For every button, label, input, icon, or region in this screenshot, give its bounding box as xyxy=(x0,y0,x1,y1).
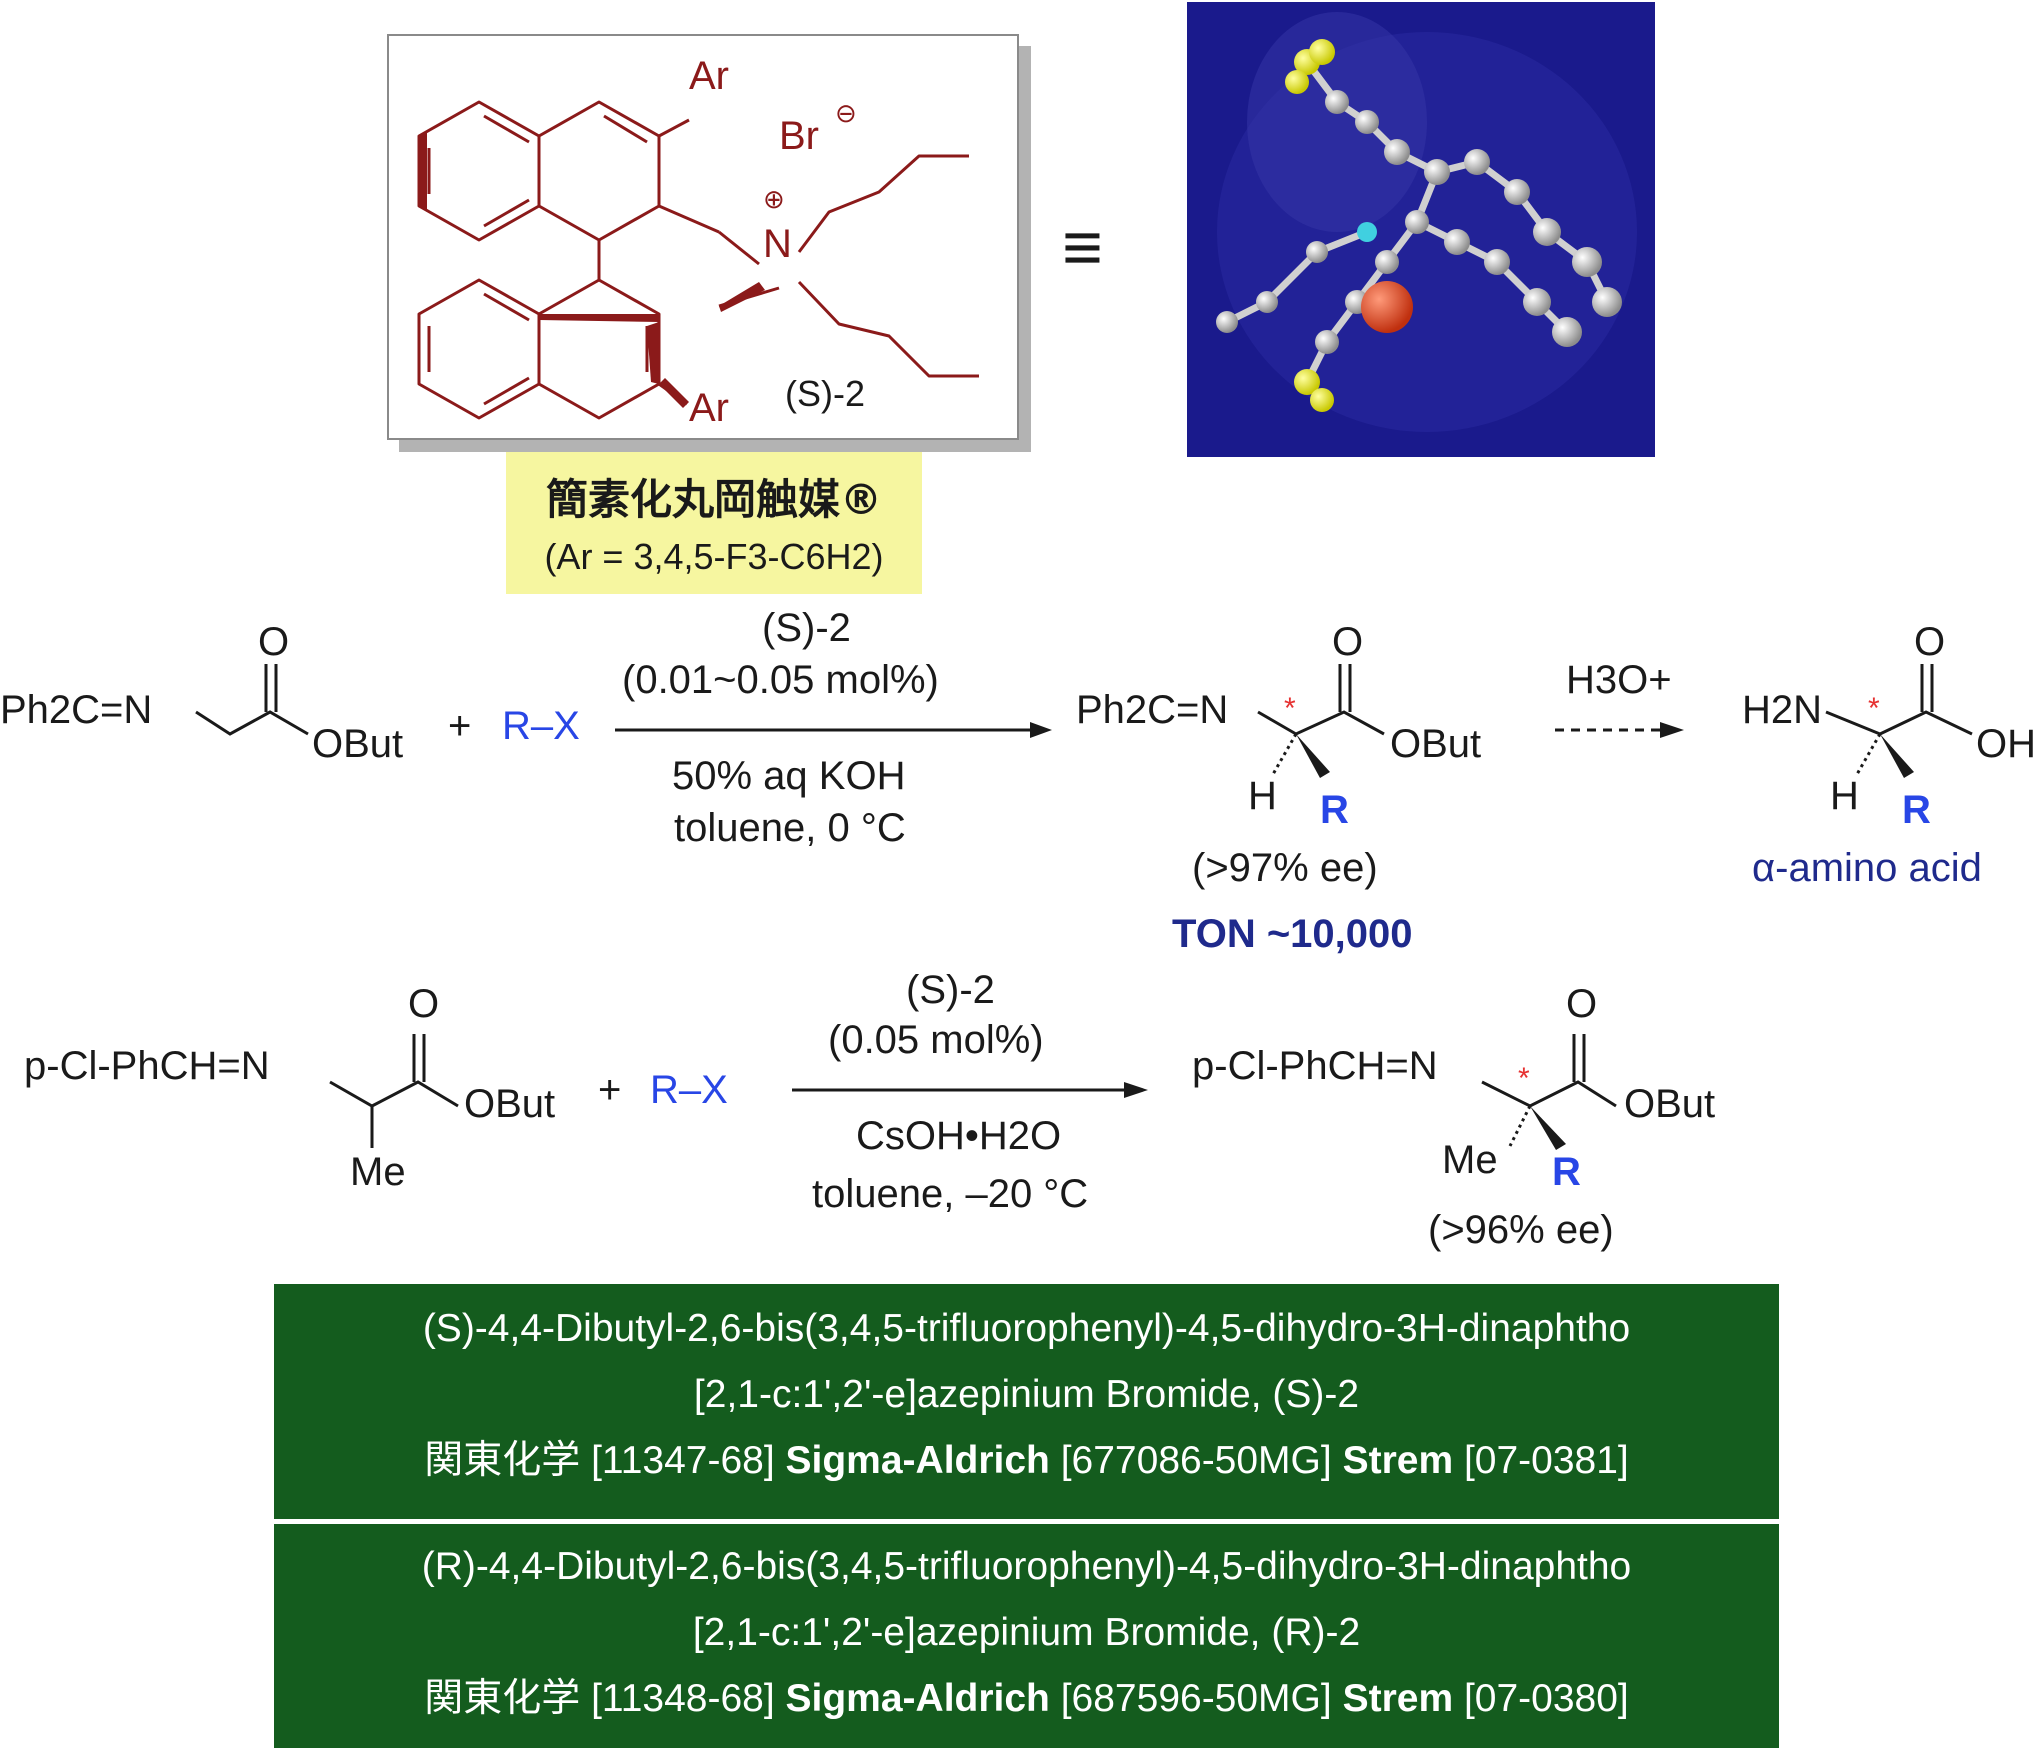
box-r-line2: [2,1-c:1',2'-e]azepinium Bromide, (R)-2 xyxy=(692,1611,1361,1654)
r2-reactant-ester: OBut xyxy=(464,1082,556,1126)
aryl-label-bottom: Ar xyxy=(689,386,729,430)
r1-hydrolysis: H3O+ xyxy=(1566,658,1672,702)
r2-reactant-carbonyl-o: O xyxy=(408,982,440,1026)
r2-base: CsOH•H2O xyxy=(856,1114,1062,1158)
nitrogen-label: N xyxy=(763,222,792,266)
box-s-line2: [2,1-c:1',2'-e]azepinium Bromide, (S)-2 xyxy=(693,1373,1360,1416)
r1-stereo-star-icon: * xyxy=(1284,692,1296,725)
box-r-line1: (R)-4,4-Dibutyl-2,6-bis(3,4,5-trifluorop… xyxy=(421,1545,1632,1588)
box-r-strem-no: [07-0380] xyxy=(1463,1677,1629,1720)
molecular-model-drawing xyxy=(1216,12,1637,432)
box-s-strem: Strem xyxy=(1342,1439,1454,1482)
r1-reactant-carbonyl-o: O xyxy=(258,620,290,664)
r1-amine: H2N xyxy=(1742,688,1823,732)
r2-product-ee: (>96% ee) xyxy=(1428,1208,1614,1252)
r1-catalyst: (S)-2 xyxy=(762,606,851,650)
r1-product-carbonyl-o: O xyxy=(1332,620,1364,664)
box-s-line1: (S)-4,4-Dibutyl-2,6-bis(3,4,5-trifluorop… xyxy=(422,1307,1631,1350)
box-r-kanto: 関東化学 xyxy=(424,1677,581,1720)
product-info-box-r: (R)-4,4-Dibutyl-2,6-bis(3,4,5-trifluorop… xyxy=(274,1524,1779,1748)
r1-amino-acid-label: α-amino acid xyxy=(1752,846,1982,890)
r1-reactant-imine: Ph2C=N xyxy=(0,688,153,732)
r1-solvent: toluene, 0 °C xyxy=(674,806,906,850)
r1-ton: TON ~10,000 xyxy=(1172,912,1413,956)
molecular-model-image xyxy=(1187,2,1655,457)
r1-aa-r: R xyxy=(1902,788,1931,832)
positive-charge-icon: ⊕ xyxy=(763,184,785,214)
r1-product-r: R xyxy=(1320,788,1349,832)
r1-product-h: H xyxy=(1248,774,1277,818)
box-s-sigma: Sigma-Aldrich xyxy=(785,1439,1050,1482)
box-r-sigma: Sigma-Aldrich xyxy=(785,1677,1050,1720)
r1-aa-carbonyl-o: O xyxy=(1914,620,1946,664)
r1-product-imine: Ph2C=N xyxy=(1076,688,1229,732)
catalyst-structure-box: Ar Br ⊖ N ⊕ Ar (S)-2 xyxy=(387,34,1019,440)
box-r-strem: Strem xyxy=(1342,1677,1454,1720)
r2-reactant-me: Me xyxy=(350,1150,406,1194)
r2-alkyl-halide: R–X xyxy=(650,1068,728,1112)
box-s-kanto-no: [11347-68] xyxy=(591,1439,775,1482)
r1-loading: (0.01~0.05 mol%) xyxy=(622,658,939,702)
negative-charge-icon: ⊖ xyxy=(835,98,857,128)
r1-product-ester: OBut xyxy=(1390,722,1482,766)
r1-aa-stereo-star-icon: * xyxy=(1868,692,1880,725)
r1-alkyl-halide: R–X xyxy=(502,704,580,748)
r2-product-ester: OBut xyxy=(1624,1082,1716,1126)
r2-plus: + xyxy=(598,1068,622,1112)
r2-product-me: Me xyxy=(1442,1138,1498,1182)
r2-product-carbonyl-o: O xyxy=(1566,982,1598,1026)
r2-catalyst: (S)-2 xyxy=(906,968,995,1012)
r2-product-r: R xyxy=(1552,1150,1581,1194)
r1-aa-oh: OH xyxy=(1976,722,2036,766)
r2-stereo-star-icon: * xyxy=(1518,1062,1530,1095)
r2-reactant-imine: p-Cl-PhCH=N xyxy=(24,1044,270,1088)
counterion-label: Br xyxy=(779,114,819,158)
r1-reactant-ester: OBut xyxy=(312,722,404,766)
equivalence-symbol: ≡ xyxy=(1062,208,1103,286)
catalyst-name-jp: 簡素化丸岡触媒® xyxy=(545,475,882,524)
box-r-kanto-no: [11348-68] xyxy=(591,1677,775,1720)
box-s-kanto: 関東化学 xyxy=(424,1439,581,1482)
box-s-vendors: 関東化学 [11347-68] Sigma-Aldrich [677086-50… xyxy=(274,1428,1779,1494)
box-s-sigma-no: [677086-50MG] xyxy=(1060,1439,1332,1482)
r1-aa-h: H xyxy=(1830,774,1859,818)
box-r-vendors: 関東化学 [11348-68] Sigma-Aldrich [687596-50… xyxy=(274,1666,1779,1732)
aryl-label-top: Ar xyxy=(689,54,729,98)
r2-loading: (0.05 mol%) xyxy=(828,1018,1044,1062)
box-r-sigma-no: [687596-50MG] xyxy=(1060,1677,1332,1720)
r1-plus: + xyxy=(448,704,472,748)
r1-base: 50% aq KOH xyxy=(672,754,906,798)
r2-solvent: toluene, –20 °C xyxy=(812,1172,1089,1216)
product-info-box-s: (S)-4,4-Dibutyl-2,6-bis(3,4,5-trifluorop… xyxy=(274,1284,1779,1519)
catalyst-name-label: 簡素化丸岡触媒® (Ar = 3,4,5-F3-C6H2) xyxy=(506,452,922,594)
r1-product-ee: (>97% ee) xyxy=(1192,846,1378,890)
catalyst-structure-drawing xyxy=(417,100,979,420)
box-s-strem-no: [07-0381] xyxy=(1463,1439,1629,1482)
aryl-definition: (Ar = 3,4,5-F3-C6H2) xyxy=(544,536,884,577)
compound-label: (S)-2 xyxy=(785,373,865,414)
r2-product-imine: p-Cl-PhCH=N xyxy=(1192,1044,1438,1088)
